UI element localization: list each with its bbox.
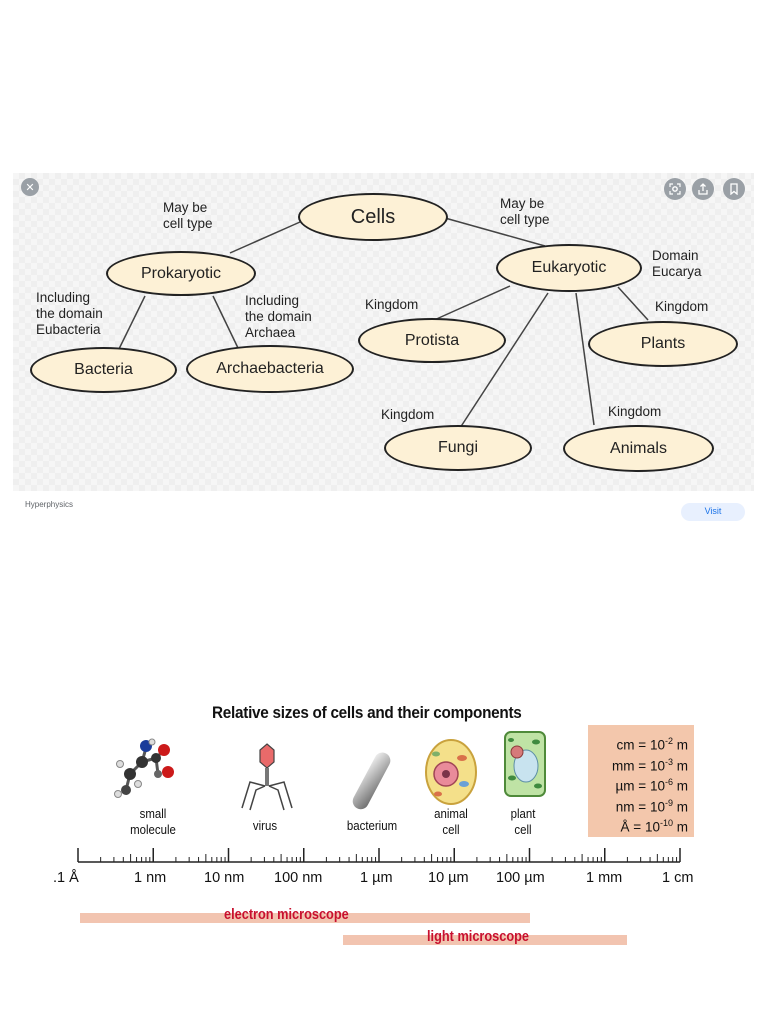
item-label-plant-cell: plant cell (510, 806, 536, 837)
bookmark-icon[interactable] (723, 178, 745, 200)
unit-suffix: m (676, 799, 688, 814)
scale-tick-label: 10 nm (204, 870, 245, 886)
share-glyph (698, 183, 708, 195)
node-animals: Animals (563, 425, 714, 472)
scale-tick-label: 1 cm (662, 870, 694, 886)
unit-name: µm (615, 778, 635, 794)
size-scale-axis (77, 848, 681, 863)
edge-label-may-be-prokaryotic: May be cell type (163, 200, 213, 231)
edge-label-kingdom-protista: Kingdom (365, 297, 419, 312)
node-archaebacteria: Archaebacteria (186, 345, 354, 393)
node-fungi: Fungi (384, 425, 532, 471)
unit-exponent: -2 (664, 736, 673, 746)
edge-label-kingdom-animals: Kingdom (608, 404, 662, 419)
node-fungi-label: Fungi (437, 439, 479, 456)
node-cells-label: Cells (350, 205, 396, 228)
unit-exponent: -3 (664, 756, 673, 767)
scale-tick-label: 1 mm (586, 870, 623, 886)
bacterium-icon (352, 752, 391, 810)
unit-suffix: m (676, 778, 688, 794)
unit-suffix: m (676, 758, 688, 773)
edge-label-kingdom-plants: Kingdom (655, 299, 709, 314)
virus-icon (241, 743, 293, 811)
unit-line-cm: cm = 10-2 m (616, 736, 688, 753)
scale-tick-label: 10 µm (428, 870, 469, 886)
scale-tick-label: 100 µm (496, 870, 545, 886)
unit-base: 10 (649, 758, 665, 773)
node-animals-label: Animals (610, 439, 667, 457)
light-microscope-range-bar (343, 935, 627, 945)
lens-search-icon[interactable] (664, 178, 686, 200)
node-protista: Protista (358, 318, 506, 363)
edge-label-eucarya: Domain Eucarya (652, 248, 702, 279)
unit-exponent: -6 (664, 777, 673, 787)
animal-cell-icon (425, 739, 477, 805)
unit-exponent: -10 (659, 818, 673, 828)
node-plants: Plants (588, 321, 738, 367)
unit-line-angstrom: Å = 10-10 m (620, 818, 688, 835)
lens-glyph (669, 183, 681, 195)
node-bacteria-label: Bacteria (74, 361, 133, 378)
plant-cell-icon (504, 731, 546, 797)
node-protista-label: Protista (404, 331, 460, 349)
node-bacteria: Bacteria (30, 347, 177, 393)
sizes-figure-title: Relative sizes of cells and their compon… (212, 703, 522, 722)
edge-label-may-be-eukaryotic: May be cell type (500, 196, 550, 227)
edge-label-kingdom-fungi: Kingdom (381, 407, 435, 422)
scale-tick-label: .1 Å (53, 870, 79, 886)
unit-name: mm (612, 758, 635, 773)
unit-name: nm (615, 799, 635, 814)
unit-conversion-box: cm = 10-2 m mm = 10-3 m µm = 10-6 m nm =… (588, 725, 694, 837)
light-microscope-label: light microscope (427, 928, 530, 945)
unit-line-mm: mm = 10-3 m (612, 756, 688, 774)
bookmark-glyph (730, 183, 738, 195)
node-archaebacteria-label: Archaebacteria (216, 360, 324, 377)
unit-name: Å (620, 819, 630, 835)
item-label-virus: virus (252, 818, 278, 833)
molecule-icon (114, 738, 174, 798)
unit-line-um: µm = 10-6 m (615, 777, 688, 794)
item-label-animal-cell: animal cell (434, 806, 468, 837)
unit-exponent: -9 (664, 797, 673, 808)
unit-line-nm: nm = 10-9 m (615, 797, 688, 815)
unit-base: 10 (649, 799, 665, 814)
node-prokaryotic-label: Prokaryotic (140, 264, 222, 282)
node-eukaryotic-label: Eukaryotic (531, 259, 607, 276)
item-label-bacterium: bacterium (346, 818, 398, 833)
node-cells: Cells (298, 193, 448, 241)
node-plants-label: Plants (640, 335, 686, 352)
node-prokaryotic: Prokaryotic (106, 251, 256, 296)
electron-microscope-range-bar (80, 913, 530, 923)
scale-tick-label: 100 nm (274, 870, 323, 886)
unit-base: 10 (649, 737, 665, 753)
edge-label-eubacteria: Including the domain Eubacteria (36, 290, 103, 337)
source-label[interactable]: Hyperphysics (25, 500, 74, 509)
unit-suffix: m (676, 819, 688, 835)
share-icon[interactable] (692, 178, 714, 200)
scale-tick-label: 1 nm (134, 870, 167, 886)
unit-name: cm (616, 737, 635, 753)
node-eukaryotic: Eukaryotic (496, 244, 642, 292)
card-footer (13, 491, 754, 513)
close-icon[interactable]: ✕ (21, 178, 39, 196)
unit-suffix: m (676, 737, 688, 753)
scale-tick-label: 1 µm (360, 870, 393, 886)
unit-base: 10 (644, 819, 660, 835)
electron-microscope-label: electron microscope (224, 906, 349, 923)
item-label-small-molecule: small molecule (130, 806, 176, 837)
unit-base: 10 (649, 778, 665, 794)
visit-button[interactable]: Visit (681, 503, 745, 521)
edge-label-archaea: Including the domain Archaea (245, 293, 312, 340)
